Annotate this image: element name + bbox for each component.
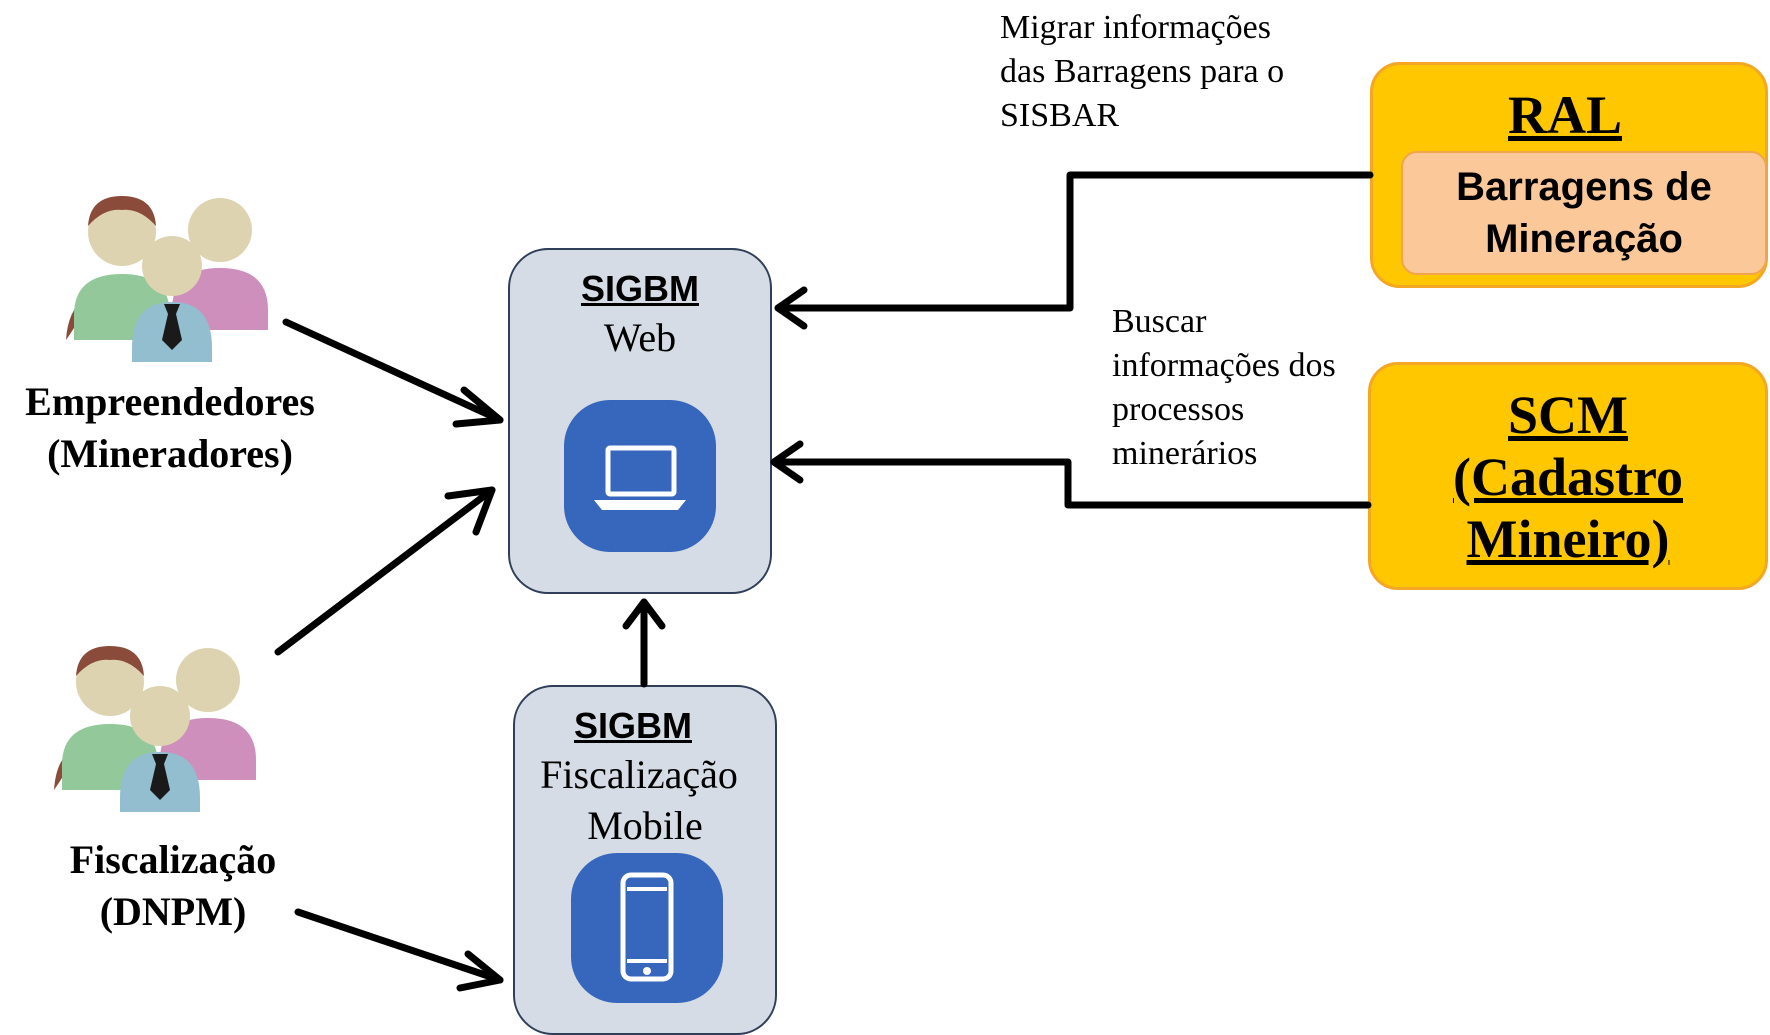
sigbm-mobile-box: SIGBM Fiscalização Mobile (513, 685, 777, 1035)
note-line: Migrar informações (1000, 9, 1271, 46)
actor-label-line: (DNPM) (99, 889, 247, 934)
note-line: informações dos (1112, 347, 1336, 384)
scm-title-line: Mineiro) (1466, 509, 1670, 569)
people-group-icon (54, 646, 256, 812)
smartphone-app-icon (571, 853, 723, 1003)
arrow-empreendedores-to-web (282, 318, 504, 428)
arrow-fiscalizacao-to-web (274, 486, 496, 656)
actor-label-empreendedores: Empreendedores (Mineradores) (0, 376, 340, 480)
sigbm-mobile-subtitle-line: Mobile (587, 803, 703, 848)
actor-label-line: Fiscalização (69, 837, 277, 882)
sigbm-mobile-subtitle-line: Fiscalização (540, 752, 738, 797)
arrow-scm-to-web (770, 440, 1372, 509)
scm-box: SCM (Cadastro Mineiro) (1368, 362, 1768, 590)
arrow-mobile-to-web (622, 598, 666, 688)
sigbm-web-subtitle: Web (603, 315, 677, 360)
inner-box-line: Mineração (1485, 217, 1683, 261)
note-line: minerários (1112, 435, 1258, 472)
ral-title: RAL (1507, 85, 1622, 145)
actor-label-line: (Mineradores) (47, 431, 293, 476)
note-line: processos (1112, 391, 1245, 428)
laptop-app-icon (564, 400, 716, 552)
inner-box-line: Barragens de (1456, 165, 1712, 209)
arrow-fiscalizacao-to-mobile (294, 908, 504, 992)
note-migrar: Migrar informações das Barragens para o … (1000, 6, 1284, 138)
note-line: SISBAR (1000, 97, 1120, 134)
arrow-ral-to-web (774, 171, 1374, 330)
smartphone-icon (620, 872, 674, 982)
note-buscar: Buscar informações dos processos minerár… (1112, 300, 1336, 476)
ral-box: RAL Barragens de Mineração (1370, 62, 1768, 288)
actor-label-fiscalizacao: Fiscalização (DNPM) (0, 834, 346, 938)
sigbm-web-title: SIGBM (580, 268, 699, 309)
laptop-icon (594, 445, 686, 510)
note-line: das Barragens para o (1000, 53, 1285, 90)
scm-title-line: (Cadastro (1452, 447, 1683, 507)
note-line: Buscar (1112, 303, 1207, 340)
people-group-icon (66, 196, 268, 362)
sigbm-web-box: SIGBM Web (508, 248, 772, 594)
sigbm-mobile-title: SIGBM (573, 705, 692, 746)
scm-title-line: SCM (1508, 385, 1628, 445)
actor-label-line: Empreendedores (25, 379, 315, 424)
barragens-de-mineracao-box: Barragens de Mineração (1401, 151, 1767, 275)
